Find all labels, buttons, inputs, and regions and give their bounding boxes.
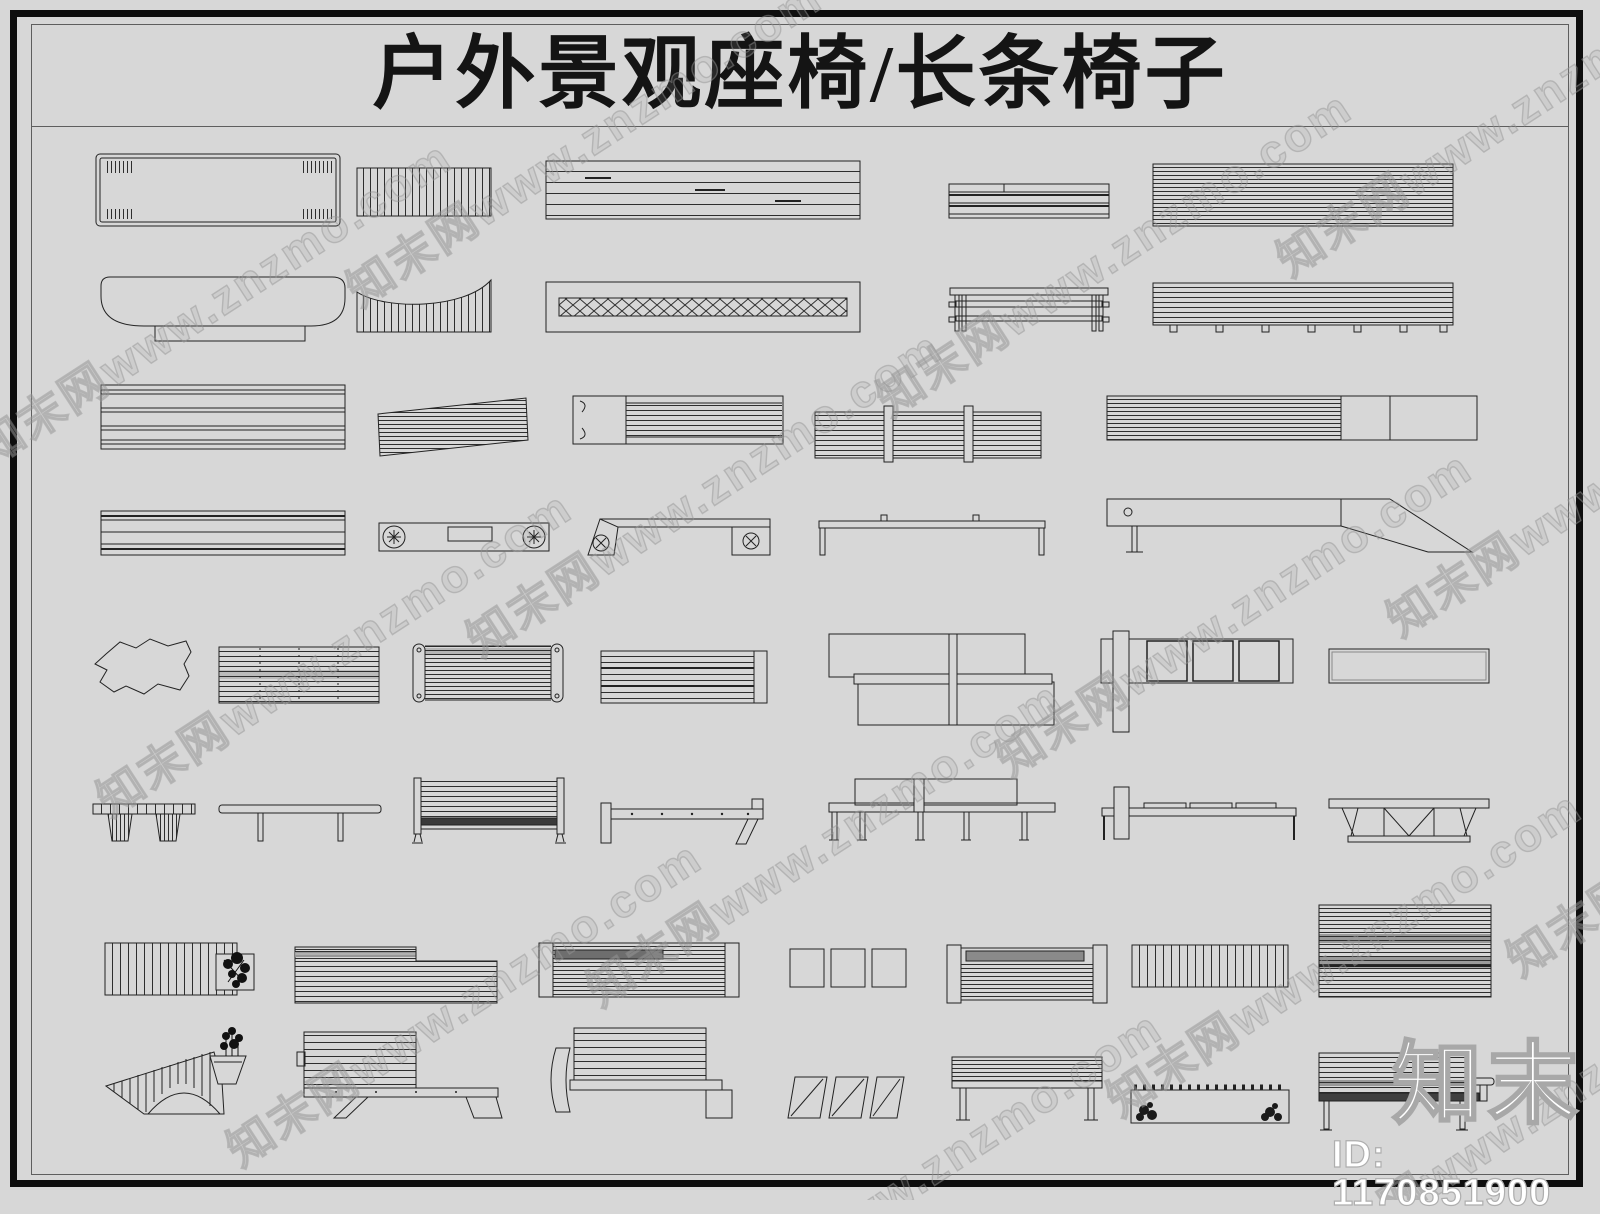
bench-side-ramp <box>1106 498 1474 558</box>
bench-top-double <box>1318 904 1492 998</box>
bench-elev-low-feet <box>1152 282 1454 334</box>
bench-elev-scroll-ends <box>378 518 550 556</box>
bench-elev-slat-stack <box>944 1056 1110 1124</box>
table-elev-truss <box>1328 798 1490 844</box>
sheet-outer-border <box>10 10 1583 1187</box>
bench-top-planter <box>104 942 256 996</box>
seat-top-three-squares <box>789 948 907 988</box>
bench-side-minimal <box>818 514 1046 558</box>
bench-elev-posts <box>814 405 1042 463</box>
bench-top-plank-pairs <box>100 384 346 450</box>
bench-elev-back-panel <box>828 778 1056 844</box>
bench-side-scroll <box>584 516 772 558</box>
bench-elev-backrest <box>412 776 566 844</box>
bench-side-post <box>1100 786 1298 842</box>
bench-elev-armrest <box>540 1026 740 1120</box>
bench-elev-back-armrest <box>1318 1052 1498 1132</box>
bench-top-rounded <box>95 153 341 227</box>
bench-top-planks <box>545 160 861 220</box>
sheet-inner-border <box>31 24 1569 1175</box>
bench-top-squares-spine <box>1100 630 1300 734</box>
bench-side-cantilever <box>600 798 766 846</box>
bench-side-thin-legs <box>218 796 382 844</box>
bench-side-backrest <box>296 1028 506 1120</box>
bench-top-dotted-slats <box>218 646 380 704</box>
planter-elev-ornate <box>1130 1084 1290 1124</box>
title-band: 户外景观座椅/长条椅子 <box>31 24 1569 127</box>
bench-top-pill-ends <box>412 642 564 704</box>
bench-top-stepped <box>294 946 498 1004</box>
bench-elev-curved <box>100 276 346 344</box>
bench-top-wide-slats <box>1152 163 1454 227</box>
seat-top-three-skewed <box>787 1076 905 1120</box>
bench-top-half-blank <box>1106 395 1478 441</box>
bench-elev-concave-slats <box>356 276 492 334</box>
bench-elev-compact <box>948 183 1110 221</box>
bench-top-hook-detail <box>572 395 784 445</box>
bench-side-rail-legs <box>948 284 1110 334</box>
bench-elev-lattice <box>545 281 861 333</box>
bench-top-vertical-slats <box>1131 944 1289 988</box>
znzmo-logo: 知末 <box>1391 1035 1584 1135</box>
bench-elev-rustic-legs <box>92 796 196 842</box>
bench-top-capped <box>600 650 768 704</box>
image-id-label: ID: 1170851900 <box>1331 1134 1552 1214</box>
bench-side-thin <box>100 510 346 556</box>
bench-side-wave-planter <box>98 1026 258 1120</box>
bench-top-end-caps <box>538 942 740 998</box>
bench-top-offset-modules <box>828 633 1056 727</box>
bench-top-slatted <box>356 167 492 217</box>
bench-top-diagonal-slats <box>376 396 530 458</box>
page-title: 户外景观座椅/长条椅子 <box>372 31 1228 119</box>
bench-top-cushion <box>946 944 1108 1004</box>
bench-top-plain <box>1328 648 1490 684</box>
bench-top-stone <box>92 634 194 698</box>
